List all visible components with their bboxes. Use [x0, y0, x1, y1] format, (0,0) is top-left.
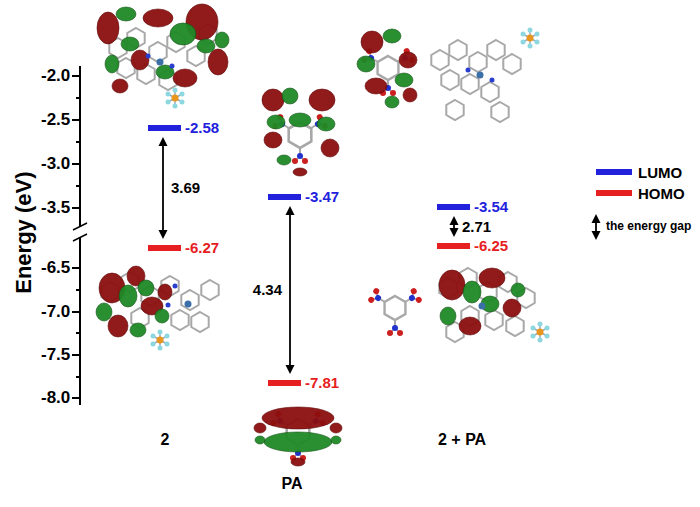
level-value: -6.27 — [185, 239, 219, 257]
level-bar — [268, 380, 301, 386]
energy-level: -6.27 — [148, 239, 221, 257]
lumo-orbital — [97, 4, 229, 109]
gap-value: 3.69 — [171, 179, 200, 197]
level-value: -7.81 — [305, 374, 339, 392]
level-bar — [268, 194, 301, 200]
level-bar — [148, 245, 181, 251]
energy-level: -3.47 — [268, 188, 341, 206]
legend-text: HOMO — [638, 185, 685, 202]
tick-label: -7.0 — [41, 302, 70, 322]
homo-orbital — [96, 266, 219, 351]
level-value: -3.47 — [305, 188, 339, 206]
tick-label: -3.0 — [41, 154, 70, 174]
axis-title: Energy (eV) — [11, 171, 36, 293]
energy-level: -6.25 — [437, 237, 510, 255]
panel-label: 2 + PA — [438, 431, 486, 449]
gap-arrow — [286, 206, 295, 374]
level-value: -2.58 — [185, 119, 219, 137]
energy-axis — [72, 66, 87, 405]
homo-orbital — [367, 268, 549, 343]
tick-label: -6.5 — [41, 258, 70, 278]
energy-level: -7.81 — [268, 374, 341, 392]
legend-gap-arrow — [592, 214, 601, 240]
lumo-orbital — [357, 28, 540, 123]
gap-value: 2.71 — [462, 218, 491, 236]
legend-text: the energy gap — [606, 220, 691, 234]
level-bar — [437, 243, 470, 249]
panel-label: PA — [282, 475, 303, 493]
tick-label: -8.0 — [41, 388, 70, 408]
legend-swatch — [596, 169, 632, 175]
tick-label: -2.5 — [41, 110, 70, 130]
gap-arrow — [450, 216, 459, 237]
tick-label: -3.5 — [41, 198, 70, 218]
homo-orbital — [254, 407, 342, 466]
tick-label: -2.0 — [41, 66, 70, 86]
lumo-orbital — [262, 88, 339, 176]
level-value: -6.25 — [474, 237, 508, 255]
level-bar — [148, 125, 181, 131]
panel-label: 2 — [161, 431, 170, 449]
gap-arrow — [159, 137, 168, 239]
energy-level: -2.58 — [148, 119, 221, 137]
level-bar — [437, 204, 470, 210]
legend-swatch — [596, 190, 632, 196]
energy-level: -3.54 — [437, 198, 510, 216]
legend-text: LUMO — [638, 164, 682, 181]
gap-value: 4.34 — [253, 281, 282, 299]
tick-label: -7.5 — [41, 345, 70, 365]
level-value: -3.54 — [474, 198, 508, 216]
